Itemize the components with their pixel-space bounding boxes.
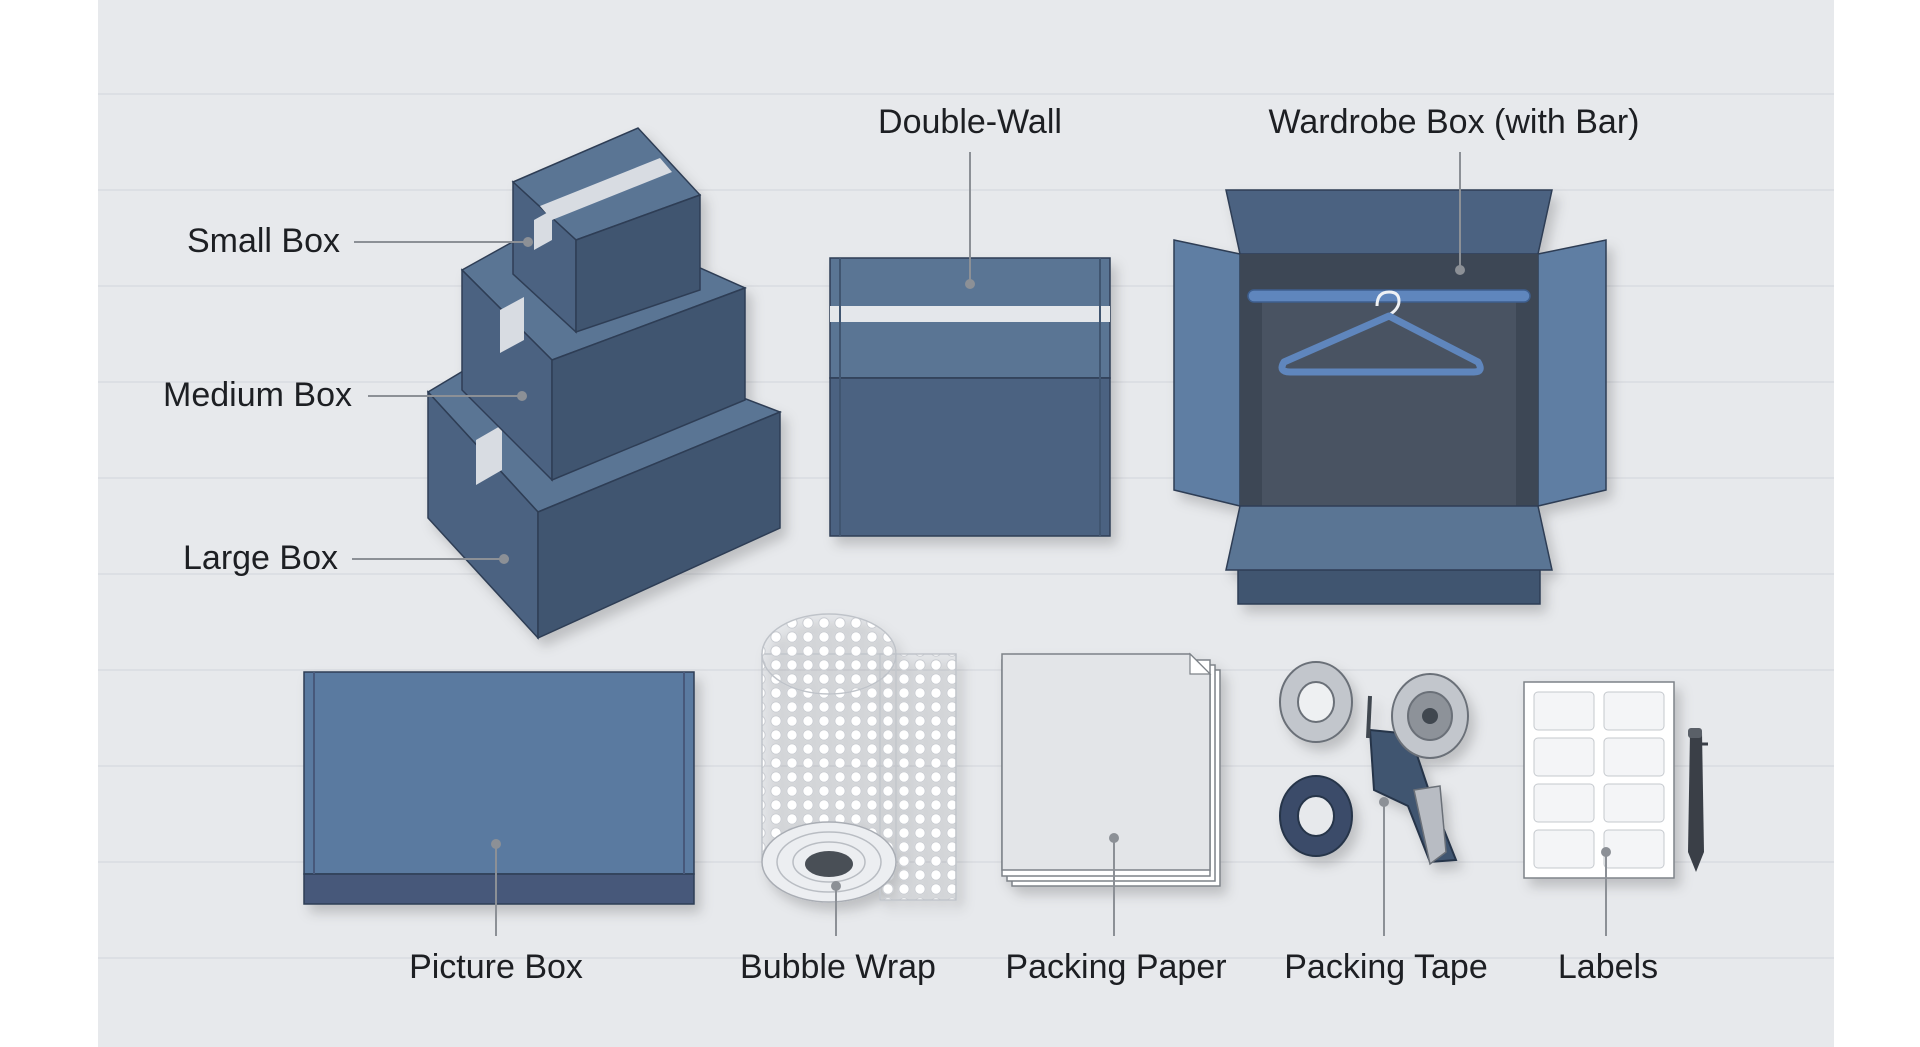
paper-stack-icon (1001, 652, 1221, 887)
pen-icon (1688, 728, 1708, 872)
label-large-box: Large Box (183, 539, 338, 577)
label-picture-box: Picture Box (409, 948, 583, 986)
label-small-box: Small Box (187, 222, 340, 260)
leader-lines (352, 152, 1611, 936)
tape-dispenser-icon (1279, 661, 1469, 866)
label-bubble-wrap: Bubble Wrap (740, 948, 936, 986)
label-labels: Labels (1558, 948, 1658, 986)
label-sheet-icon (1523, 681, 1675, 879)
double-wall-box-icon (829, 257, 1111, 537)
box-stack-icon (426, 127, 783, 640)
label-packing-paper: Packing Paper (1005, 948, 1226, 986)
label-wardrobe-box: Wardrobe Box (with Bar) (1269, 103, 1640, 141)
label-medium-box: Medium Box (163, 376, 352, 414)
label-double-wall: Double-Wall (878, 103, 1062, 141)
bubble-wrap-roll-icon (761, 613, 957, 903)
label-packing-tape: Packing Tape (1284, 948, 1488, 986)
picture-box-icon (303, 671, 695, 905)
hanger-icon (1247, 289, 1531, 376)
